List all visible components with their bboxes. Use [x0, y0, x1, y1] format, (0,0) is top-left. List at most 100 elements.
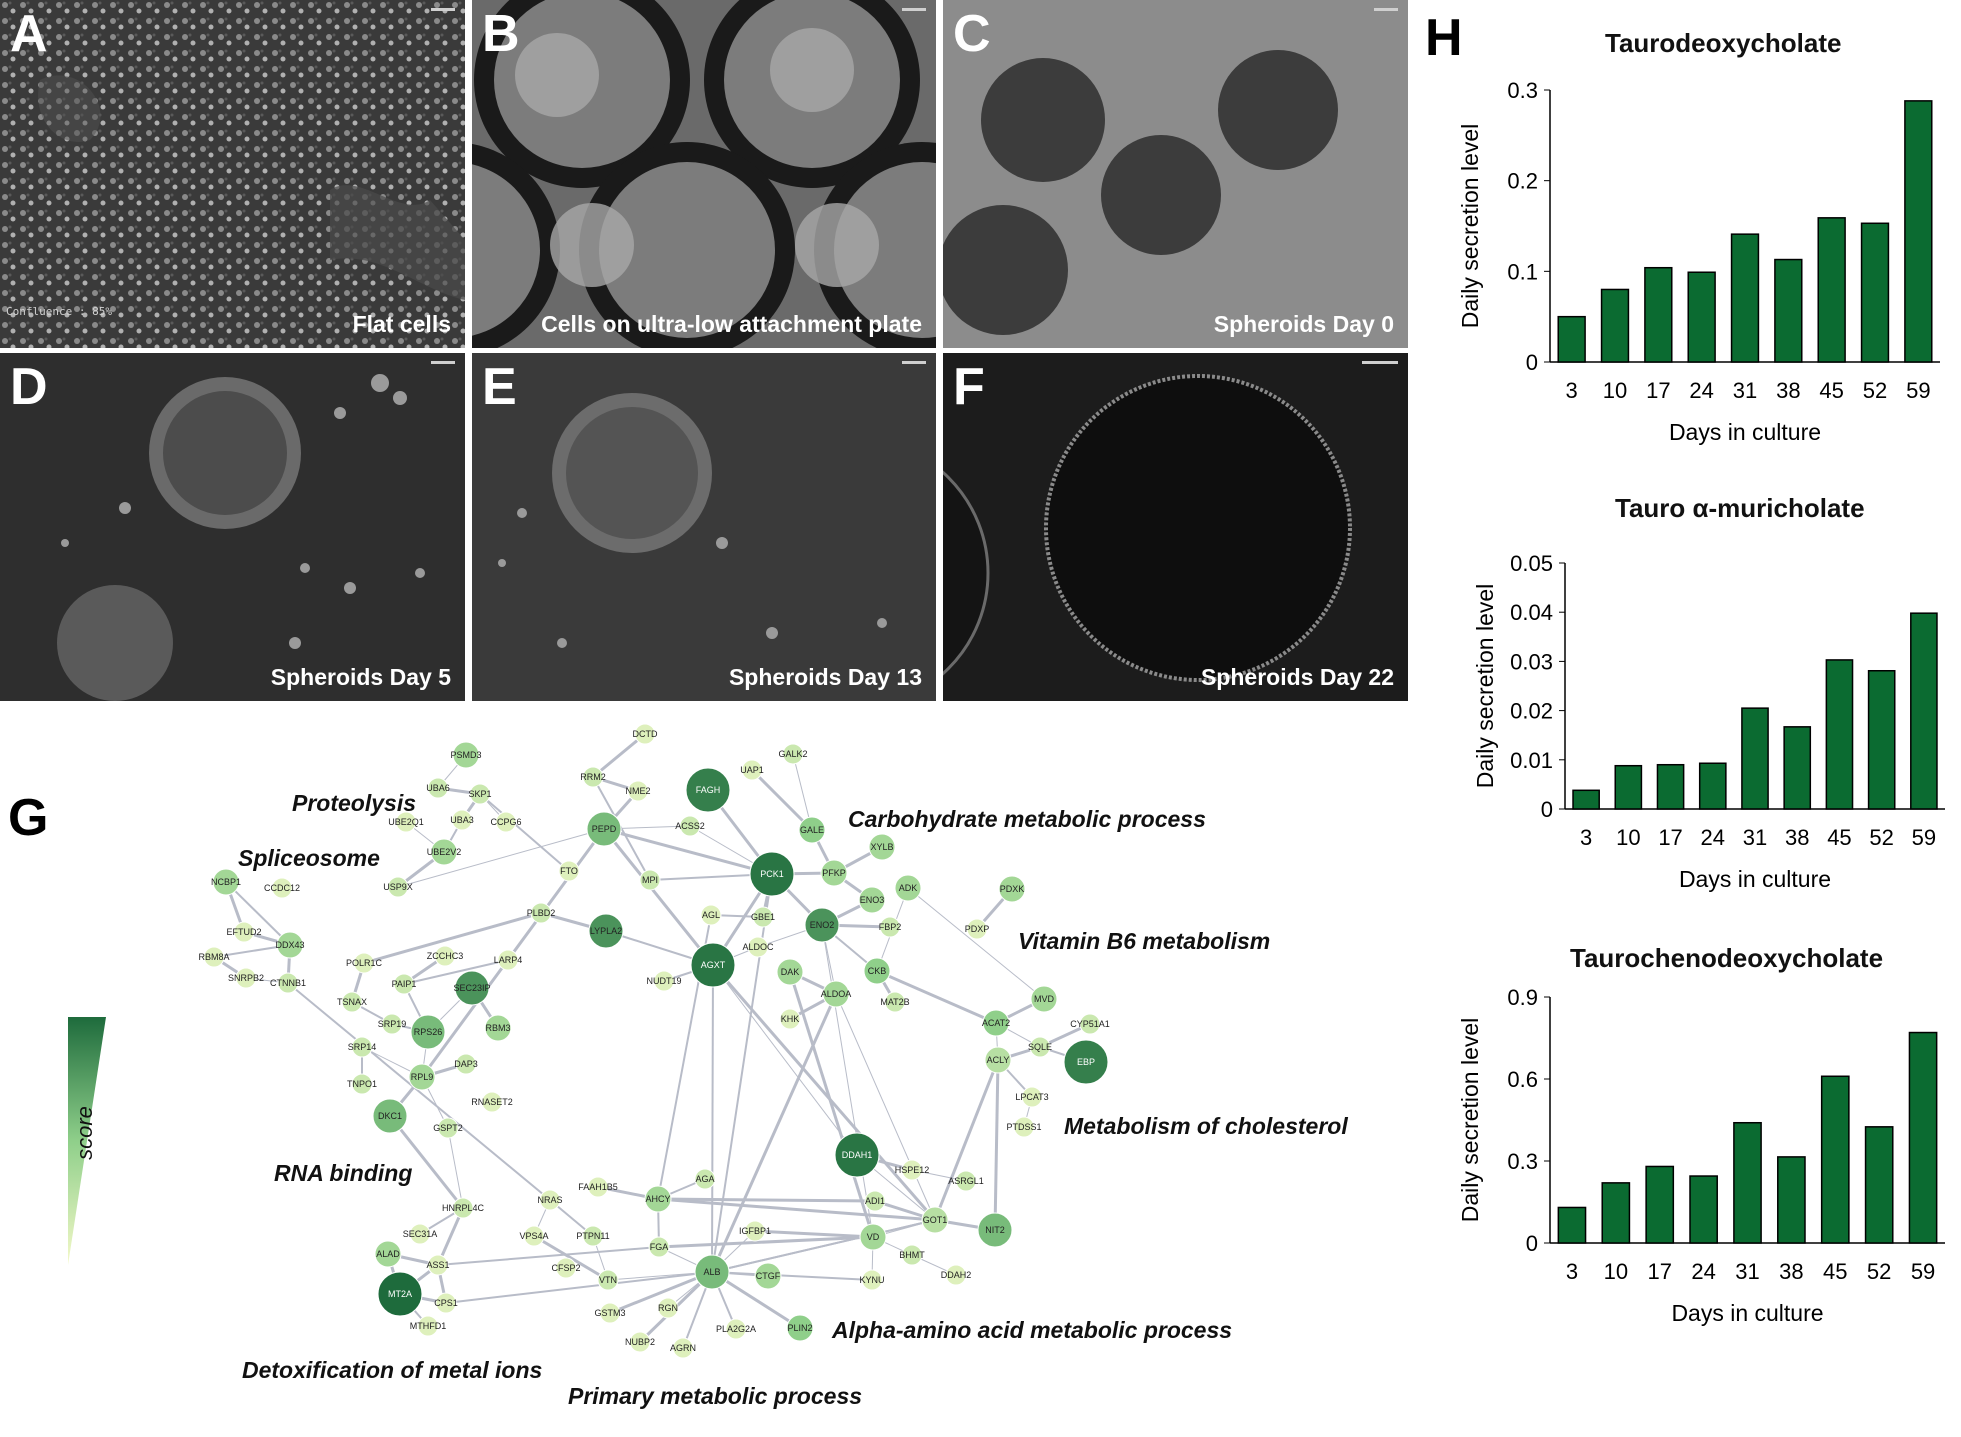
network-node: DDAH2	[941, 1264, 971, 1286]
node-circle	[408, 1063, 436, 1091]
network-edge	[657, 1197, 936, 1222]
node-circle	[820, 859, 848, 887]
network-node: DAP3	[454, 1053, 478, 1075]
node-circle	[410, 1014, 446, 1050]
panel-c: C Spheroids Day 0	[943, 0, 1408, 348]
panel-c-image	[943, 0, 1408, 348]
node-label: GALE	[800, 825, 824, 835]
node-circle	[694, 1168, 716, 1190]
node-label: NUDT19	[646, 976, 681, 986]
node-circle	[387, 876, 409, 898]
network-edge	[788, 971, 875, 1238]
network-edge	[603, 827, 773, 876]
node-circle	[372, 1098, 408, 1134]
network-edge	[437, 1246, 660, 1266]
network-edge	[479, 793, 570, 872]
node-label: XYLB	[870, 842, 893, 852]
y-tick-label: 0.01	[1510, 748, 1553, 773]
node-circle	[351, 1073, 373, 1095]
network-node: CTGF	[754, 1262, 782, 1290]
node-label: HSPE12	[895, 1165, 930, 1175]
node-circle	[752, 906, 774, 928]
node-circle	[884, 991, 906, 1013]
node-label: SEC31A	[403, 1229, 438, 1239]
x-tick-label: 17	[1658, 825, 1682, 850]
network-node: MVD	[1030, 985, 1058, 1013]
node-circle	[861, 1269, 883, 1291]
node-label: FAGH	[696, 785, 721, 795]
panel-c-caption: Spheroids Day 0	[1213, 311, 1394, 337]
network-node: PLBD2	[527, 902, 555, 924]
network-node: FBP2	[879, 916, 901, 938]
node-circle	[639, 869, 661, 891]
node-circle	[982, 1009, 1010, 1037]
panel-d-image	[0, 353, 465, 701]
node-label: GSPT2	[433, 1123, 463, 1133]
network-edge	[754, 1229, 874, 1239]
node-circle	[747, 936, 769, 958]
node-circle	[452, 741, 480, 769]
node-circle	[395, 811, 417, 833]
network-edge	[287, 982, 551, 1201]
network-node: LPCAT3	[1015, 1086, 1049, 1108]
node-label: RBM8A	[198, 952, 229, 962]
node-circle	[834, 1132, 880, 1178]
node-label: GOT1	[923, 1215, 948, 1225]
bar	[1557, 1206, 1587, 1244]
bar	[1733, 1121, 1762, 1244]
panel-d-letter: D	[10, 358, 48, 416]
node-label: DAP3	[454, 1059, 478, 1069]
node-circle	[454, 970, 490, 1006]
node-label: DDAH1	[842, 1150, 873, 1160]
node-label: PDXP	[965, 924, 990, 934]
node-circle	[539, 1189, 561, 1211]
node-circle	[427, 1254, 449, 1276]
node-circle	[653, 970, 675, 992]
node-circle	[679, 815, 701, 837]
network-edge	[876, 969, 997, 1025]
network-edge	[447, 1127, 464, 1209]
score-label: score	[71, 1106, 97, 1160]
x-tick-label: 31	[1733, 378, 1757, 403]
node-label: PLIN2	[787, 1323, 812, 1333]
network-node: ZCCHC3	[427, 945, 463, 967]
node-circle	[804, 907, 840, 943]
network-node: RRM2	[580, 766, 606, 788]
network-node: LARP4	[494, 949, 522, 971]
panel-a-caption: Flat cells	[352, 311, 451, 337]
network-node: RBM8A	[198, 946, 230, 968]
network-node: SNRPB2	[228, 967, 264, 989]
network-node: HSPE12	[895, 1159, 930, 1181]
network-node: DAK	[776, 958, 804, 986]
node-circle	[657, 1297, 679, 1319]
network-node: USP9X	[383, 876, 413, 898]
node-circle	[417, 1315, 439, 1337]
node-label: GBE1	[751, 912, 775, 922]
node-label: CCPG6	[490, 817, 521, 827]
network-node: SQLE	[1028, 1036, 1052, 1058]
network-node: ALB	[694, 1254, 730, 1290]
node-circle	[451, 809, 473, 831]
panel-a: A Confluence : 85% Flat cells	[0, 0, 465, 348]
y-tick-label: 0.02	[1510, 699, 1553, 724]
node-label: AGA	[695, 1174, 714, 1184]
node-circle	[955, 1170, 977, 1192]
node-label: KYNU	[859, 1275, 884, 1285]
network-node: EFTUD2	[226, 921, 262, 943]
network-node: CCPG6	[490, 811, 522, 833]
node-label: HNRPL4C	[442, 1203, 485, 1213]
cluster-label: Carbohydrate metabolic process	[848, 806, 1206, 832]
node-label: PSMD3	[450, 750, 481, 760]
node-circle	[427, 777, 449, 799]
network-node: PFKP	[820, 859, 848, 887]
network-edge	[445, 1271, 713, 1304]
node-circle	[434, 945, 456, 967]
node-circle	[863, 957, 891, 985]
y-tick-label: 0.6	[1507, 1067, 1538, 1092]
network-node: UBE2V2	[427, 838, 461, 866]
network-node: GSPT2	[433, 1117, 463, 1139]
node-circle	[212, 868, 240, 896]
node-circle	[644, 1185, 672, 1213]
node-circle	[1013, 1116, 1035, 1138]
node-label: PAIP1	[392, 979, 417, 989]
